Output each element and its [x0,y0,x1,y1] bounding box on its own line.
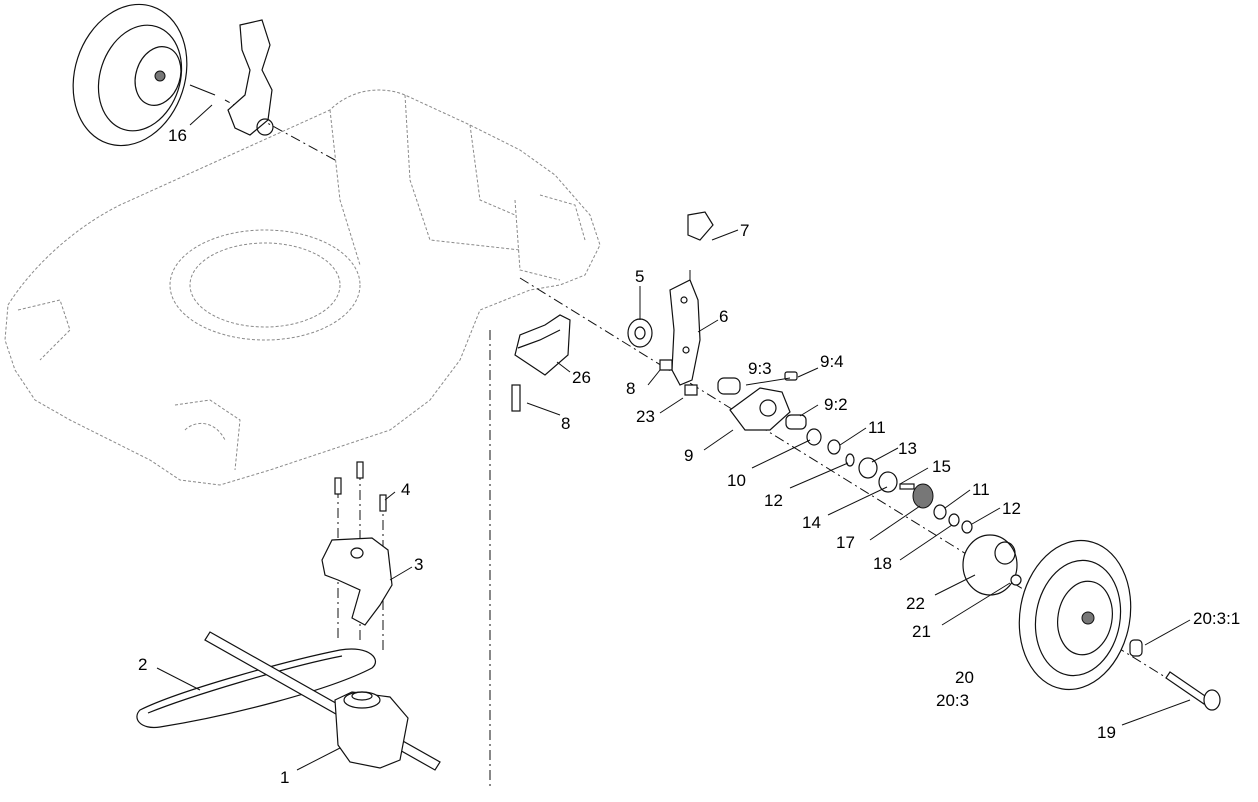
callout-5: 5 [635,267,644,286]
bolt-19 [1165,671,1221,711]
callout-9-2: 9:2 [824,395,848,414]
callout-4: 4 [401,480,410,499]
gear-housing-9 [717,371,807,431]
callout-2: 2 [138,655,147,674]
callout-9-4: 9:4 [820,352,844,371]
callout-16: 16 [168,126,187,145]
callout-20-3-1: 20:3:1 [1193,609,1240,628]
callout-14: 14 [802,513,821,532]
callout-11-upper: 11 [868,418,886,437]
alignment-lines [224,99,1171,790]
washers-and-gears [806,428,973,534]
callout-11-lower: 11 [972,480,990,499]
screws-4 [334,461,387,512]
belt-2 [136,648,377,729]
callout-18: 18 [873,554,892,573]
lever-assembly [627,211,714,396]
bracket-3 [321,537,393,626]
callout-8-lower: 8 [561,414,570,433]
callout-15: 15 [932,457,951,476]
callout-12-upper: 12 [764,491,783,510]
callout-9-3: 9:3 [748,359,772,378]
leader-lines [156,104,1191,771]
callout-6: 6 [719,307,728,326]
callout-1: 1 [280,768,289,787]
callout-8-upper: 8 [626,379,635,398]
callout-17: 17 [836,533,855,552]
callout-12-lower: 12 [1002,499,1021,518]
callout-3: 3 [414,555,423,574]
callout-10: 10 [727,471,746,490]
callout-13: 13 [898,439,917,458]
callout-labels: 16 7 5 6 26 8 23 8 9:3 9:4 9:2 9 11 10 1… [138,126,1240,787]
callout-20: 20 [955,668,974,687]
callout-21: 21 [912,622,931,641]
callout-26: 26 [572,368,591,387]
mower-deck-outline [4,89,601,486]
callout-22: 22 [906,594,925,613]
bracket-26 [511,314,571,412]
callout-23: 23 [636,407,655,426]
rear-wheel-assembly [72,3,274,147]
callout-9: 9 [684,446,693,465]
callout-7: 7 [740,221,749,240]
wheel-hub-22 [962,534,1022,596]
callout-19: 19 [1097,723,1116,742]
callout-20-3: 20:3 [936,691,969,710]
transmission-1 [204,631,441,771]
front-wheel-20 [1018,539,1143,691]
